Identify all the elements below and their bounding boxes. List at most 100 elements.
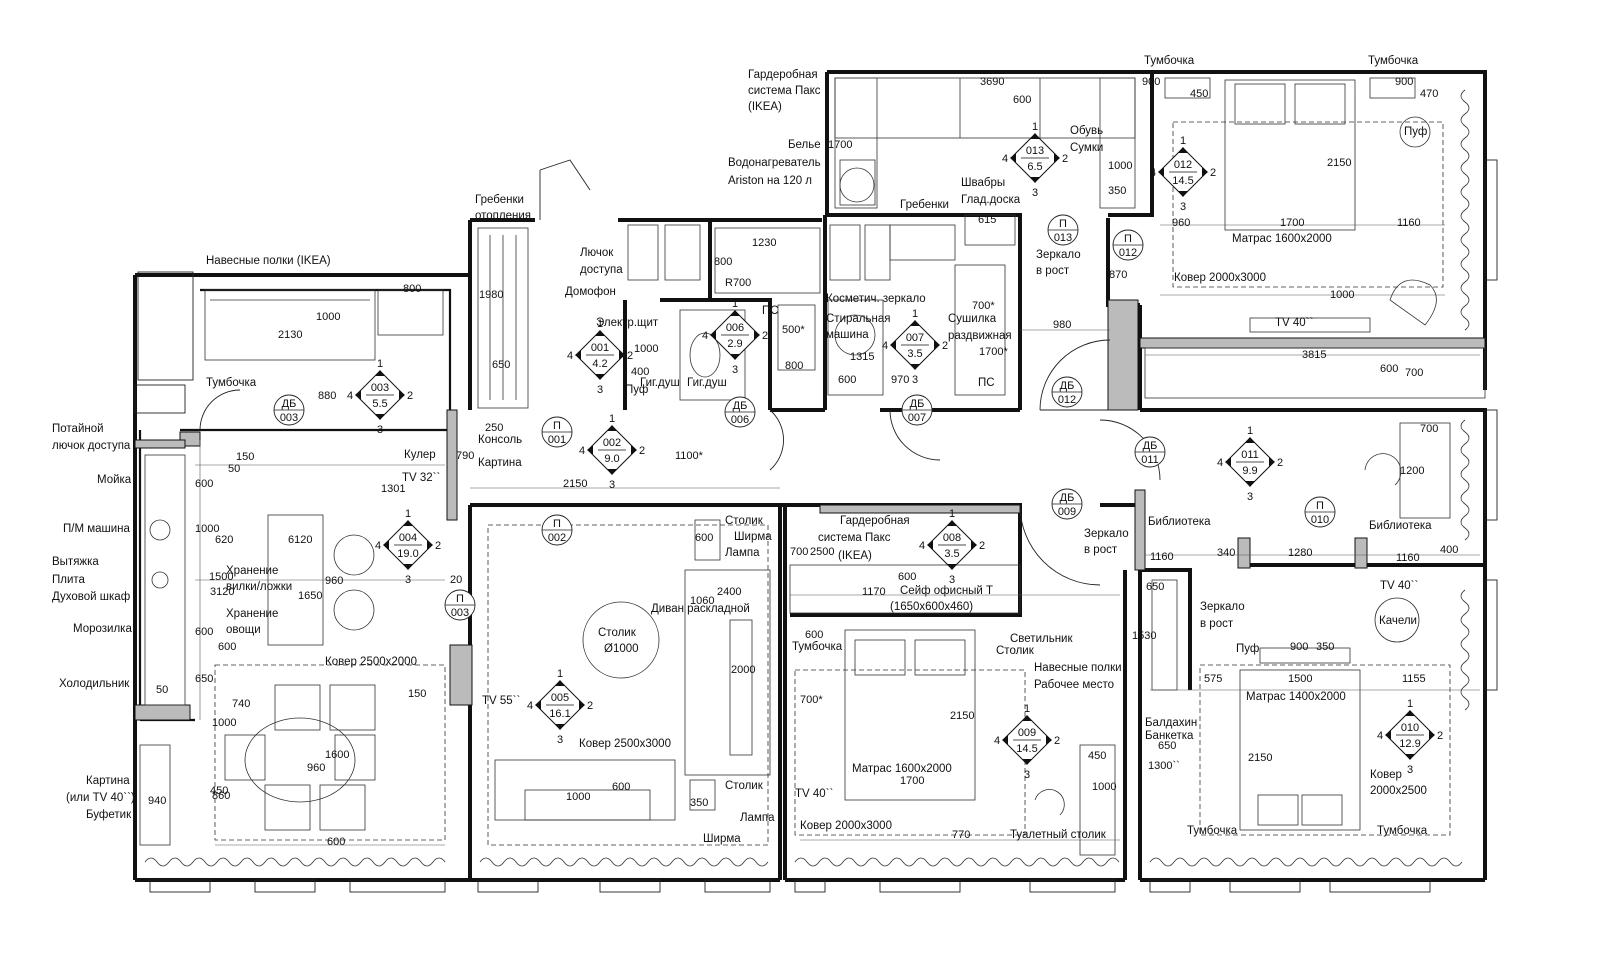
dimension-value: 3120: [210, 586, 234, 598]
dimension-value: 1160: [1396, 552, 1420, 564]
dimension-value: 900: [1142, 76, 1160, 88]
plan-label: Электр.щит: [596, 317, 659, 329]
elevation-mark: 1: [1024, 703, 1030, 715]
dimension-value: 1980: [479, 289, 503, 301]
elevation-mark: 4: [1217, 457, 1223, 469]
dimension-value: 1000: [1108, 160, 1132, 172]
opening-id: 010: [1311, 514, 1329, 526]
elevation-mark: 2: [627, 350, 633, 362]
elevation-mark: 3: [1032, 187, 1038, 199]
plan-label: система Пакс: [748, 85, 821, 97]
dimension-value: 600: [1013, 94, 1031, 106]
dimension-value: 1060: [690, 595, 714, 607]
plan-label: П/М машина: [63, 523, 131, 535]
dimension-value: 600: [805, 629, 823, 641]
elevation-mark: 3: [1247, 491, 1253, 503]
dimension-value: 350: [1108, 185, 1126, 197]
dimension-value: 650: [1158, 740, 1176, 752]
plan-label: Сушилка: [948, 313, 997, 325]
plan-label: Навесные полки: [1034, 662, 1122, 674]
plan-label: Пуф: [625, 384, 648, 396]
room-area: 16.1: [549, 708, 570, 720]
plan-label: Морозилка: [73, 623, 132, 635]
room-area: 2.9: [727, 338, 742, 350]
elevation-mark: 1: [597, 318, 603, 330]
dimension-value: 700: [1420, 423, 1438, 435]
opening-id: 003: [451, 607, 469, 619]
plan-label: TV 40``: [1275, 317, 1313, 329]
plan-label: Тумбочка: [1144, 55, 1195, 67]
plan-label: Столик: [598, 627, 637, 639]
elevation-mark: 4: [527, 700, 533, 712]
elevation-mark: 1: [949, 508, 955, 520]
dimension-value: 650: [195, 673, 213, 685]
plan-label: (IKEA): [748, 101, 782, 113]
elevation-mark: 2: [1062, 153, 1068, 165]
plan-label: в рост: [1036, 265, 1070, 277]
plan-label: Лючок: [580, 247, 614, 259]
dimension-value: 600: [838, 374, 856, 386]
dimension-value: 340: [1217, 547, 1235, 559]
room-id: 009: [1018, 727, 1036, 739]
opening-type: П: [456, 593, 464, 605]
elevation-mark: 4: [702, 330, 708, 342]
dimension-value: 960: [1172, 217, 1190, 229]
dimension-value: 350: [1316, 641, 1334, 653]
plan-label: Ø1000: [604, 643, 639, 655]
plan-label: овощи: [226, 624, 261, 636]
elevation-mark: 1: [1032, 121, 1038, 133]
dimension-value: 600: [327, 836, 345, 848]
dimension-value: 740: [232, 698, 250, 710]
elevation-mark: 4: [1150, 167, 1156, 179]
room-tags: 0014.212340029.012340035.5123400419.0123…: [347, 121, 1443, 781]
dimension-value: 1000: [316, 311, 340, 323]
plan-label: Гардеробная: [748, 69, 818, 81]
door-id: 011: [1141, 454, 1159, 466]
plan-label: Ковер 2000х3000: [1174, 272, 1266, 284]
plan-label: Зеркало: [1200, 601, 1245, 613]
elevation-mark: 4: [1002, 153, 1008, 165]
plan-label: Буфетик: [86, 809, 132, 821]
door-type: ДБ: [282, 398, 297, 410]
dimension-value: 2130: [278, 329, 302, 341]
plan-label: в рост: [1084, 544, 1118, 556]
dimension-value: 1500: [1288, 673, 1312, 685]
elevation-mark: 3: [557, 734, 563, 746]
plan-label: Тумбочка: [792, 641, 843, 653]
plan-label: Хранение: [226, 565, 278, 577]
elevation-mark: 3: [609, 479, 615, 491]
door-type: ДБ: [1143, 440, 1158, 452]
plan-label: Зеркало: [1036, 249, 1081, 261]
plan-label: Плита: [52, 574, 86, 586]
elevation-mark: 4: [1377, 730, 1383, 742]
plan-label: Столик: [725, 515, 764, 527]
dimension-value: 980: [1053, 319, 1071, 331]
dimension-value: 1230: [752, 237, 776, 249]
room-id: 011: [1241, 449, 1259, 461]
dimension-value: 6120: [288, 534, 312, 546]
elevation-mark: 2: [587, 700, 593, 712]
plan-label: TV 40``: [795, 788, 833, 800]
dimension-value: 1280: [1288, 547, 1312, 559]
plan-label: Рабочее место: [1034, 679, 1114, 691]
elevation-mark: 3: [949, 574, 955, 586]
plan-label: Банкетка: [1145, 730, 1194, 742]
plan-label: (IKEA): [838, 550, 872, 562]
room-area: 12.9: [1399, 738, 1420, 750]
elevation-mark: 2: [1277, 457, 1283, 469]
plan-label: лючок доступа: [52, 440, 131, 452]
elevation-mark: 1: [557, 668, 563, 680]
opening-type: П: [1124, 233, 1132, 245]
dimension-value: 700: [1405, 367, 1423, 379]
plan-label: Сейф офисный Т: [900, 585, 993, 597]
dimension-value: 600: [1380, 363, 1398, 375]
plan-label: ПС: [978, 377, 995, 389]
